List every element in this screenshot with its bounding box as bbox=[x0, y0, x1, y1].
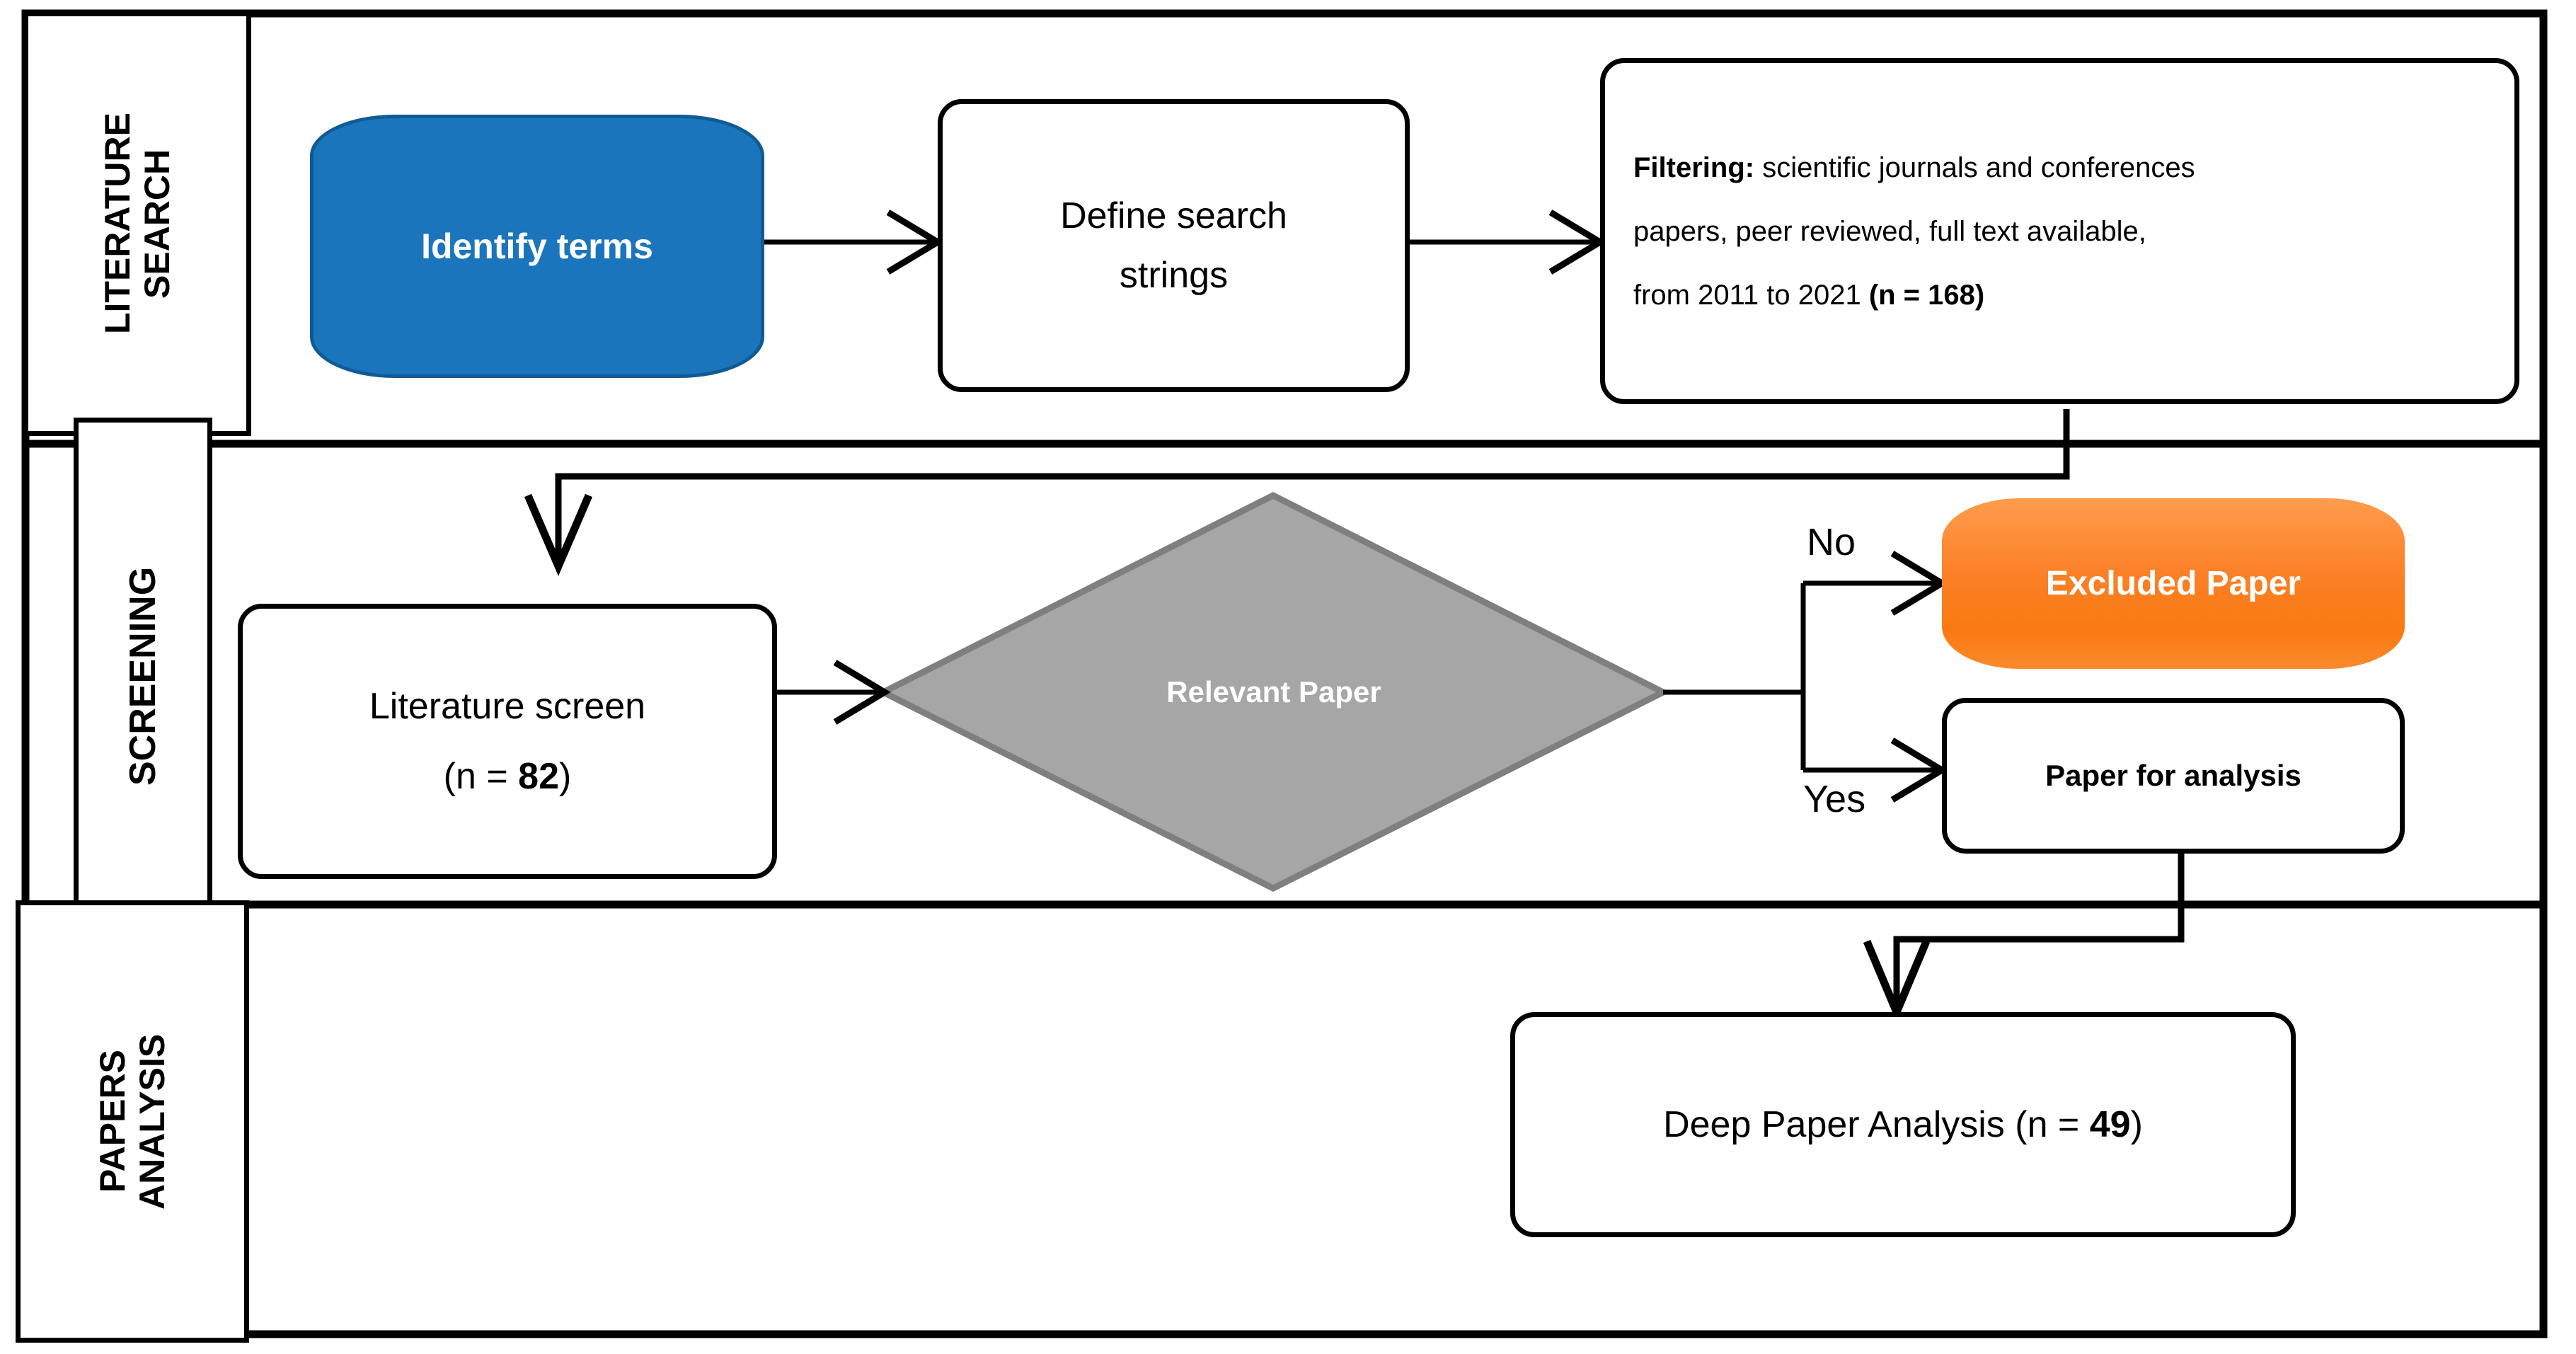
filtering-bold-label: Filtering: bbox=[1633, 151, 1755, 183]
literature-screen-n-close: ) bbox=[559, 755, 572, 797]
deep-paper-analysis-line-a: Deep Paper Analysis (n = bbox=[1663, 1103, 2090, 1145]
node-excluded-paper-label: Excluded Paper bbox=[2045, 565, 2301, 602]
deep-paper-analysis-n-value: 49 bbox=[2089, 1103, 2131, 1145]
lane-label-literature-search-text: LITERATURE SEARCH bbox=[98, 113, 177, 335]
literature-screen-n-value: 82 bbox=[518, 755, 559, 797]
node-literature-screen-text: Literature screen (n = 82) bbox=[243, 672, 772, 812]
node-paper-for-analysis-label: Paper for analysis bbox=[2045, 758, 2301, 792]
filtering-n-close: ) bbox=[1974, 279, 1985, 311]
node-deep-paper-analysis[interactable]: Deep Paper Analysis (n = 49) bbox=[1510, 1012, 2296, 1237]
node-paper-for-analysis[interactable]: Paper for analysis bbox=[1942, 698, 2405, 854]
connector-identify-to-define bbox=[764, 210, 944, 275]
filtering-line-1: Filtering: scientific journals and confe… bbox=[1633, 152, 2195, 183]
node-deep-paper-analysis-text: Deep Paper Analysis (n = 49) bbox=[1515, 1095, 2291, 1154]
lane-label-screening-text: SCREENING bbox=[122, 566, 163, 786]
node-excluded-paper[interactable]: Excluded Paper bbox=[1942, 498, 2405, 669]
node-define-search-strings[interactable]: Define search strings bbox=[938, 99, 1410, 392]
edge-label-yes: Yes bbox=[1803, 777, 1865, 821]
lane-label-papers-analysis: PAPERS ANALYSIS bbox=[16, 900, 249, 1343]
filtering-n-value: 168 bbox=[1928, 279, 1975, 311]
filtering-line-3-a: from 2011 to 2021 bbox=[1633, 279, 1869, 311]
edge-label-no: No bbox=[1807, 520, 1856, 564]
node-literature-screen[interactable]: Literature screen (n = 82) bbox=[238, 604, 777, 879]
node-identify-terms-label: Identify terms bbox=[421, 226, 653, 266]
filtering-line-2: papers, peer reviewed, full text availab… bbox=[1633, 215, 2146, 247]
deep-paper-analysis-line-b: ) bbox=[2130, 1103, 2143, 1145]
connector-filtering-to-screen bbox=[524, 409, 2070, 576]
node-filtering[interactable]: Filtering: scientific journals and confe… bbox=[1600, 58, 2519, 404]
lane-label-papers-analysis-text: PAPERS ANALYSIS bbox=[93, 1033, 172, 1210]
edge-label-no-text: No bbox=[1807, 521, 1856, 563]
node-filtering-text: Filtering: scientific journals and confe… bbox=[1605, 136, 2514, 327]
lane-label-screening: SCREENING bbox=[74, 418, 212, 934]
connector-define-to-filtering bbox=[1410, 210, 1606, 275]
decision-diamond bbox=[875, 491, 1671, 893]
connector-decision-branch bbox=[1663, 551, 1948, 803]
literature-screen-line-2: (n = 82) bbox=[444, 756, 572, 797]
swimlane-frame bbox=[21, 9, 2548, 1338]
filtering-line-3: from 2011 to 2021 (n = 168) bbox=[1633, 280, 1984, 311]
node-identify-terms[interactable]: Identify terms bbox=[310, 115, 764, 378]
connector-analysis-to-deep bbox=[1863, 854, 2185, 1023]
lane-label-literature-search: LITERATURE SEARCH bbox=[23, 11, 251, 436]
literature-screen-line-1: Literature screen bbox=[369, 685, 646, 727]
filtering-n-open: (n = bbox=[1868, 279, 1928, 311]
connector-screen-to-decision bbox=[777, 660, 891, 725]
node-define-search-strings-label: Define search strings bbox=[1060, 195, 1287, 296]
literature-screen-n-open: (n = bbox=[443, 755, 519, 797]
edge-label-yes-text: Yes bbox=[1803, 778, 1866, 820]
filtering-line-1-rest: scientific journals and conferences bbox=[1754, 151, 2195, 183]
